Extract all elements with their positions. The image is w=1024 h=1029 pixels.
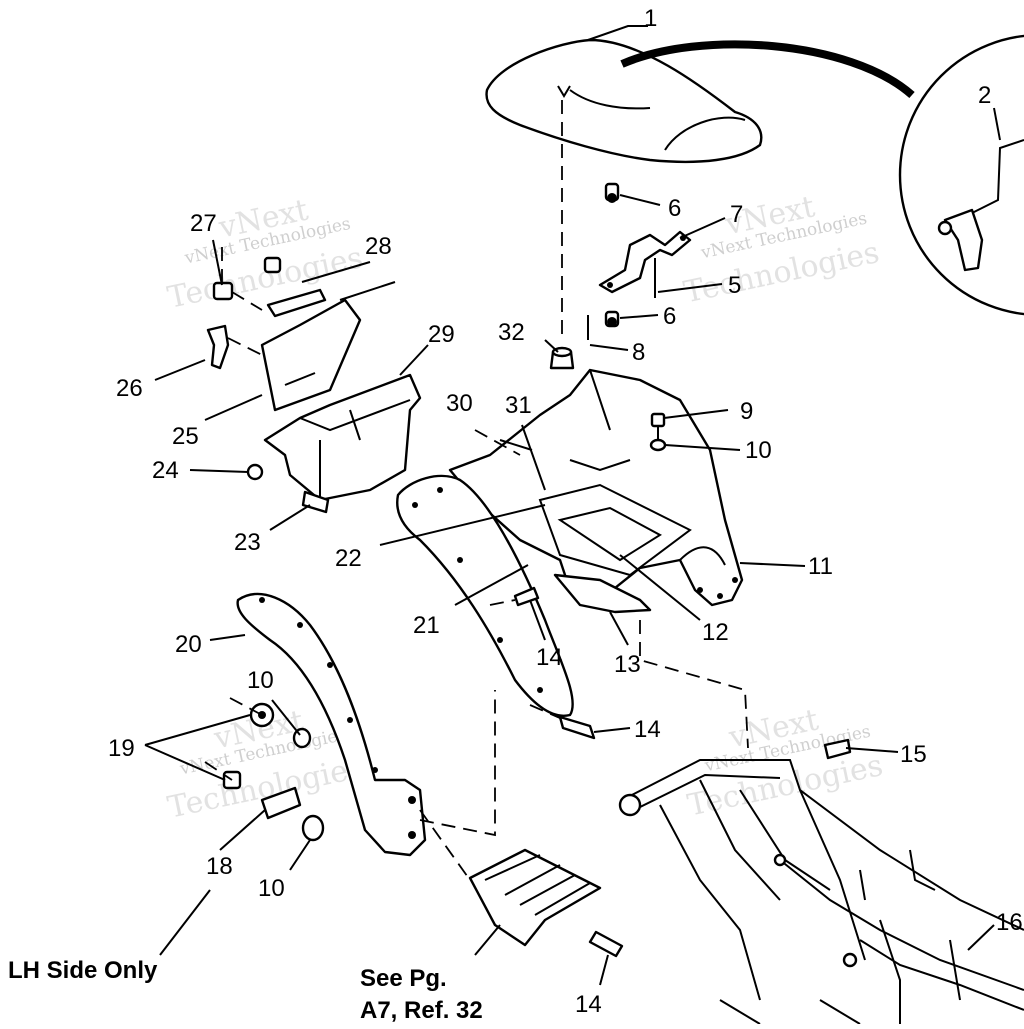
callout-16: 16 [996,909,1023,936]
part-clip-27 [212,240,282,301]
part-frame-16 [618,759,1024,1025]
part-label-23 [301,490,330,514]
callout-18: 18 [206,853,233,880]
callout-24: 24 [152,457,179,484]
callout-14-rear: 14 [634,716,661,743]
callout-22: 22 [335,545,362,572]
callout-10-low: 10 [258,875,285,902]
callout-13: 13 [614,651,641,678]
part-bolt-14-footrest [588,930,624,958]
callout-23: 23 [234,529,261,556]
watermark-2: vNext vNext Technologies Technologies [681,189,882,310]
part-bracket [598,230,692,294]
callout-19: 19 [108,735,135,762]
part-fender-extension-20 [236,592,427,857]
callout-27: 27 [190,210,217,237]
part-side-fender-21 [396,474,574,717]
seat-latch-pointer [620,40,915,98]
note-lh-side-only: LH Side Only [8,957,158,984]
callout-6-lower: 6 [663,303,676,330]
part-bolt-14-mid [489,586,540,607]
callout-14-mid: 14 [536,644,563,671]
part-clip-15 [823,738,852,760]
callout-numbers: 1 2 6 7 5 6 8 32 9 10 11 12 13 14 14 15 … [108,5,1023,1018]
part-grommet-top [604,182,620,203]
part-storage-box-29 [263,373,422,502]
part-washer-10-top [649,438,667,452]
callout-1: 1 [644,5,657,32]
callout-6-upper: 6 [668,195,681,222]
part-bolt-9 [650,412,666,440]
part-mudflap-13 [553,573,652,614]
watermark-4: vNext vNext Technologies Technologies [684,702,885,823]
callout-32: 32 [498,319,525,346]
part-washer-10-low [301,814,325,842]
callout-20: 20 [175,631,202,658]
callout-25: 25 [172,423,199,450]
part-bushing-32 [549,346,575,370]
callout-8: 8 [632,339,645,366]
note-see-page-line2: A7, Ref. 32 [360,997,483,1024]
part-latch-26 [206,324,230,370]
callout-11: 11 [808,553,833,580]
part-seat [485,38,763,164]
part-bolt-14-rear [529,704,596,740]
callout-29: 29 [428,321,455,348]
note-see-page-line1: See Pg. [360,965,447,992]
part-footrest [468,848,602,947]
callout-28: 28 [365,233,392,260]
callout-31: 31 [505,392,532,419]
callout-2: 2 [978,82,991,109]
part-lid-25 [260,281,396,412]
part-nut-19 [249,702,275,728]
callout-12: 12 [702,619,729,646]
seat-latch-inset [898,34,1024,316]
part-nut-24 [246,463,264,481]
callout-21: 21 [413,612,440,639]
callout-10-mid: 10 [247,667,274,694]
watermark-1: vNext vNext Technologies Technologies [164,193,365,316]
callout-15: 15 [900,741,927,768]
callout-7: 7 [730,201,743,228]
leader-lines [144,25,1001,986]
callout-10-upper: 10 [745,437,772,464]
part-grommet-bottom [604,310,620,328]
callout-5: 5 [728,272,741,299]
callout-30: 30 [446,390,473,417]
callout-26: 26 [116,375,143,402]
callout-14-footrest: 14 [575,991,602,1018]
part-plate-18 [260,786,302,820]
part-decal-28 [266,288,327,318]
callout-9: 9 [740,398,753,425]
